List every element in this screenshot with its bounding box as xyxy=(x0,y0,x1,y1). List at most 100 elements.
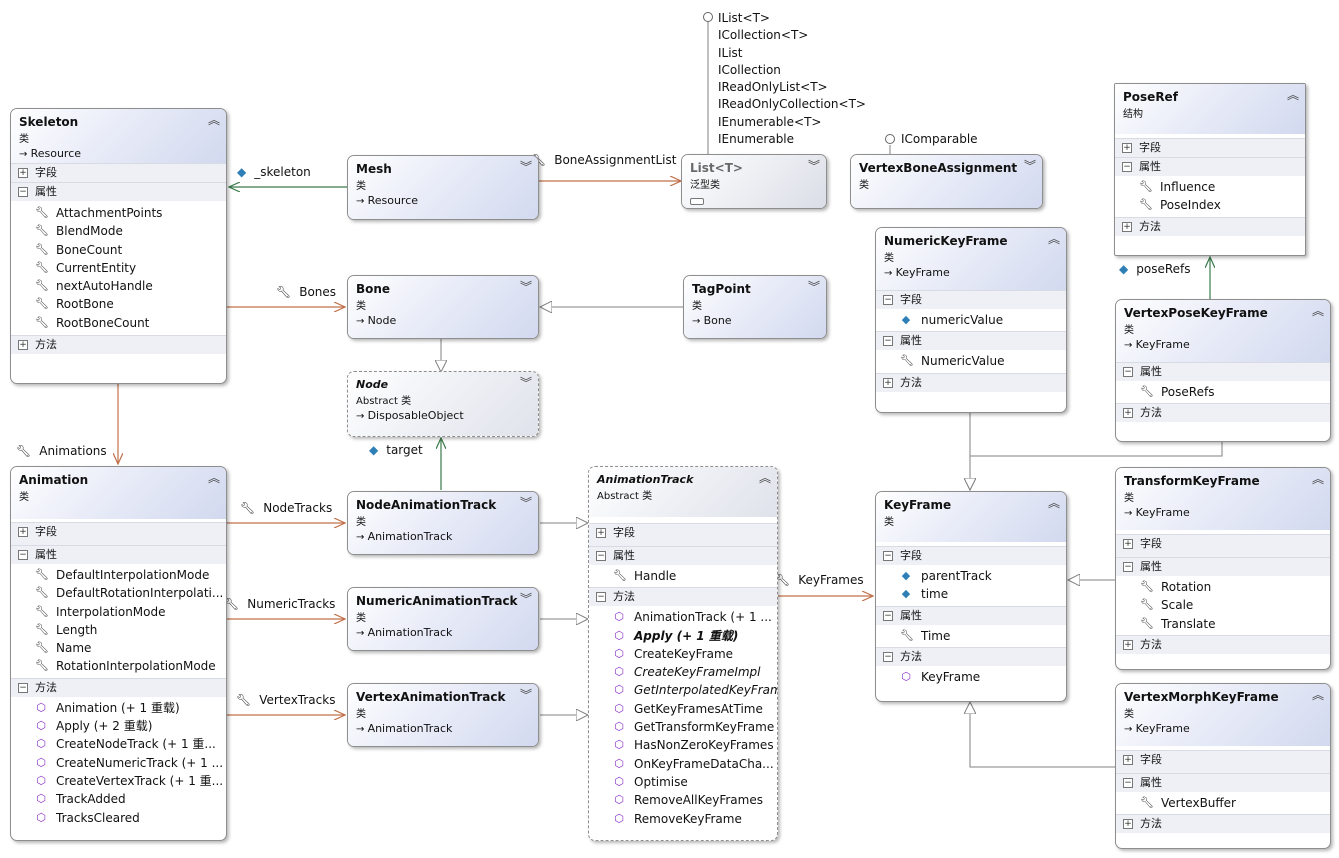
collapse-icon[interactable]: − xyxy=(596,592,606,603)
member-property: 🔧︎PoseRefs xyxy=(1140,385,1215,399)
class-kind: 类 xyxy=(1124,325,1134,336)
nodeat-header: NodeAnimationTrack 类 AnimationTrack ︾ xyxy=(348,492,538,554)
section-methods[interactable]: +方法 xyxy=(1116,634,1330,654)
keyframe-class[interactable]: KeyFrame 类 ︽ −字段 ◆parentTrack ◆time −属性 … xyxy=(875,491,1067,702)
collapse-icon[interactable]: − xyxy=(1123,562,1133,572)
section-properties[interactable]: −属性 xyxy=(11,182,226,201)
section-fields[interactable]: +字段 xyxy=(1116,534,1330,553)
node-abstract-class[interactable]: Node Abstract 类 DisposableObject ︾ xyxy=(347,371,539,437)
class-kind: 泛型类 xyxy=(690,180,720,191)
mesh-class[interactable]: Mesh 类 Resource ︾ xyxy=(347,155,539,220)
section-properties[interactable]: −属性 xyxy=(11,545,226,564)
double-chevron-down-icon[interactable]: ︾ xyxy=(519,592,532,606)
double-chevron-down-icon[interactable]: ︾ xyxy=(1023,159,1036,173)
class-kind: Abstract 类 xyxy=(356,396,412,407)
expand-icon[interactable]: + xyxy=(18,168,28,178)
collapse-icon[interactable]: − xyxy=(883,610,893,621)
skeleton-class[interactable]: Skeleton 类 Resource ︽ +字段 −属性 🔧︎Attachme… xyxy=(10,108,227,384)
numeric-animation-track-class[interactable]: NumericAnimationTrack 类 AnimationTrack ︾ xyxy=(347,587,539,651)
expand-icon[interactable]: + xyxy=(1123,819,1133,830)
section-properties[interactable]: −属性 xyxy=(876,331,1066,351)
collapse-icon[interactable]: − xyxy=(18,187,28,197)
double-chevron-up-icon[interactable]: ︽ xyxy=(1047,232,1060,246)
double-chevron-up-icon[interactable]: ︽ xyxy=(1047,496,1060,510)
vertex-pose-keyframe-class[interactable]: VertexPoseKeyFrame 类 KeyFrame ︽ −属性 🔧︎Po… xyxy=(1115,299,1331,442)
class-title: NumericAnimationTrack xyxy=(356,594,518,608)
double-chevron-up-icon[interactable]: ︽ xyxy=(1311,688,1324,702)
section-methods[interactable]: +方法 xyxy=(1116,814,1330,834)
double-chevron-up-icon[interactable]: ︽ xyxy=(207,471,220,485)
wrench-icon: 🔧︎ xyxy=(35,315,49,329)
section-properties[interactable]: −属性 xyxy=(1115,157,1305,176)
keyframes-label: 🔧︎KeyFrames xyxy=(775,573,864,587)
node-animation-track-class[interactable]: NodeAnimationTrack 类 AnimationTrack ︾ xyxy=(347,491,539,555)
collapse-icon[interactable]: − xyxy=(883,651,893,662)
poseref-struct[interactable]: PoseRef 结构 ︽ +字段 −属性 🔧︎Influence 🔧︎PoseI… xyxy=(1114,83,1306,256)
section-properties[interactable]: −属性 xyxy=(589,546,777,565)
section-methods[interactable]: −方法 xyxy=(11,677,226,697)
section-fields[interactable]: +字段 xyxy=(589,523,777,542)
animation-class[interactable]: Animation 类 ︽ +字段 −属性 🔧︎DefaultInterpola… xyxy=(10,466,227,841)
expand-icon[interactable]: + xyxy=(883,377,893,388)
transform-keyframe-class[interactable]: TransformKeyFrame 类 KeyFrame ︽ +字段 −属性 🔧… xyxy=(1115,467,1331,670)
expand-icon[interactable]: + xyxy=(1123,639,1133,650)
section-fields[interactable]: +字段 xyxy=(1115,138,1305,157)
section-fields[interactable]: −字段 xyxy=(876,546,1066,565)
expand-icon[interactable]: + xyxy=(596,528,606,538)
animation-track-abstract-class[interactable]: AnimationTrack Abstract 类 ︽ +字段 −属性 🔧︎Ha… xyxy=(588,466,778,841)
double-chevron-up-icon[interactable]: ︽ xyxy=(207,113,220,127)
expand-icon[interactable]: + xyxy=(1123,408,1133,419)
collapse-icon[interactable]: − xyxy=(883,336,893,347)
section-methods[interactable]: +方法 xyxy=(11,335,226,355)
collapse-icon[interactable]: − xyxy=(1122,162,1132,172)
double-chevron-up-icon[interactable]: ︽ xyxy=(1311,304,1324,318)
section-properties[interactable]: −属性 xyxy=(1116,557,1330,576)
section-fields[interactable]: +字段 xyxy=(11,163,226,182)
collapse-icon[interactable]: − xyxy=(1123,778,1133,788)
bone-class[interactable]: Bone 类 Node ︾ xyxy=(347,275,539,339)
section-fields[interactable]: +字段 xyxy=(11,522,226,541)
section-methods[interactable]: −方法 xyxy=(589,587,777,607)
collapse-icon[interactable]: − xyxy=(18,550,28,560)
expand-icon[interactable]: + xyxy=(18,340,28,351)
wrench-icon: 🔧︎ xyxy=(35,224,49,238)
vertex-bone-assignment-class[interactable]: VertexBoneAssignment 类 ︾ xyxy=(850,154,1043,209)
section-methods[interactable]: +方法 xyxy=(1115,216,1305,236)
expand-icon[interactable]: + xyxy=(18,527,28,537)
vertex-animation-track-class[interactable]: VertexAnimationTrack 类 AnimationTrack ︾ xyxy=(347,683,539,747)
section-methods[interactable]: +方法 xyxy=(876,372,1066,392)
expand-icon[interactable]: + xyxy=(1123,539,1133,549)
section-fields[interactable]: +字段 xyxy=(1116,750,1330,769)
section-methods[interactable]: +方法 xyxy=(1116,403,1330,423)
collapse-icon[interactable]: − xyxy=(883,295,893,305)
section-properties[interactable]: −属性 xyxy=(876,605,1066,625)
double-chevron-down-icon[interactable]: ︾ xyxy=(519,496,532,510)
double-chevron-up-icon[interactable]: ︽ xyxy=(1311,472,1324,486)
collapse-icon[interactable]: − xyxy=(883,551,893,561)
section-properties[interactable]: −属性 xyxy=(1116,362,1330,381)
section-properties[interactable]: −属性 xyxy=(1116,773,1330,792)
tagpoint-class[interactable]: TagPoint 类 Bone ︾ xyxy=(683,275,827,339)
expand-icon[interactable]: + xyxy=(1123,755,1133,765)
expand-icon[interactable]: + xyxy=(1122,221,1132,232)
method-icon: ⬡ xyxy=(614,646,624,660)
double-chevron-up-icon[interactable]: ︽ xyxy=(1286,88,1299,102)
double-chevron-down-icon[interactable]: ︾ xyxy=(807,159,820,173)
double-chevron-down-icon[interactable]: ︾ xyxy=(519,688,532,702)
double-chevron-up-icon[interactable]: ︽ xyxy=(758,471,771,485)
double-chevron-down-icon[interactable]: ︾ xyxy=(807,280,820,294)
vertex-morph-keyframe-class[interactable]: VertexMorphKeyFrame 类 KeyFrame ︽ +字段 −属性… xyxy=(1115,683,1331,849)
numeric-keyframe-class[interactable]: NumericKeyFrame 类 KeyFrame ︽ −字段 ◆numeri… xyxy=(875,227,1067,413)
expand-icon[interactable]: + xyxy=(1122,143,1132,153)
collapse-icon[interactable]: − xyxy=(596,551,606,561)
section-fields[interactable]: −字段 xyxy=(876,290,1066,309)
section-methods[interactable]: −方法 xyxy=(876,646,1066,666)
list-generic-class[interactable]: List<T> 泛型类 ︾ xyxy=(681,154,827,209)
animtrack-header: AnimationTrack Abstract 类 ︽ xyxy=(589,467,777,517)
double-chevron-down-icon[interactable]: ︾ xyxy=(519,280,532,294)
collapse-icon[interactable]: − xyxy=(18,682,28,693)
double-chevron-down-icon[interactable]: ︾ xyxy=(519,376,532,390)
double-chevron-down-icon[interactable]: ︾ xyxy=(519,160,532,174)
collapse-icon[interactable]: − xyxy=(1123,367,1133,377)
list-interfaces: IList<T> ICollection<T> IList ICollectio… xyxy=(718,10,866,148)
